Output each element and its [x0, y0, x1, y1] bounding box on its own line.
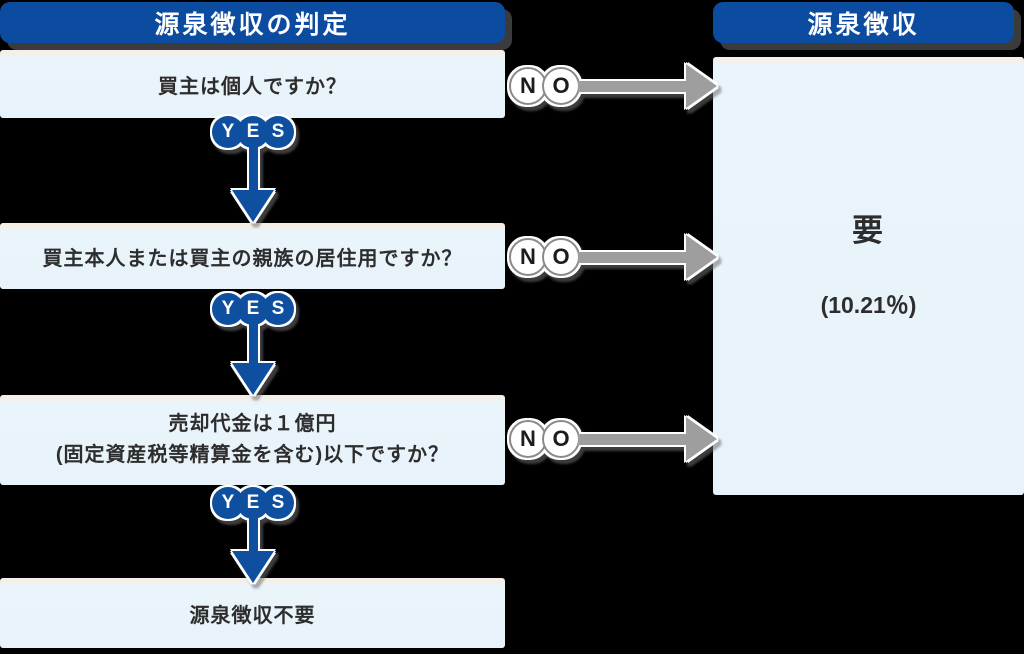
- left-column-header: 源泉徴収の判定: [0, 2, 505, 43]
- down-arrow-head-icon: [232, 190, 274, 222]
- right-arrow-line: [578, 251, 686, 263]
- right-arrow-head-icon: [686, 64, 717, 108]
- no-arrow-2: N O: [509, 235, 717, 279]
- right-header-label: 源泉徴収: [807, 10, 920, 39]
- no-letter: O: [542, 420, 580, 458]
- no-letter: O: [542, 238, 580, 276]
- down-arrow-stem: [248, 323, 258, 363]
- no-letter: N: [509, 420, 547, 458]
- question-1-text: 買主は個人ですか？: [158, 75, 347, 98]
- no-arrow-1: N O: [509, 64, 717, 108]
- result-box-no-withholding: 源泉徴収不要: [0, 578, 505, 648]
- yes-arrow-3: Y E S: [212, 487, 294, 583]
- no-letter: O: [542, 67, 580, 105]
- yes-letter: S: [262, 487, 294, 519]
- no-letter: N: [509, 238, 547, 276]
- no-withholding-text: 源泉徴収不要: [189, 604, 316, 627]
- yes-letter: E: [237, 487, 269, 519]
- right-arrow-line: [578, 433, 686, 445]
- question-3-line1: 売却代金は１億円: [168, 413, 337, 435]
- yes-letter: S: [262, 293, 294, 325]
- question-2-text: 買主本人または買主の親族の居住用ですか？: [42, 247, 463, 270]
- right-column-header: 源泉徴収: [713, 2, 1014, 43]
- yes-letter: S: [262, 116, 294, 148]
- left-header-label: 源泉徴収の判定: [154, 10, 351, 39]
- question-box-buyer-individual: 買主は個人ですか？: [0, 50, 505, 118]
- no-letter: N: [509, 67, 547, 105]
- yes-letter: E: [237, 116, 269, 148]
- no-arrow-3: N O: [509, 417, 717, 461]
- question-box-residential-use: 買主本人または買主の親族の居住用ですか？: [0, 223, 505, 289]
- withholding-rate-text: (10.21％): [820, 291, 917, 318]
- right-arrow-line: [578, 80, 686, 92]
- down-arrow-stem: [248, 517, 258, 551]
- yes-badge: Y E S: [212, 116, 294, 148]
- yes-arrow-2: Y E S: [212, 293, 294, 395]
- down-arrow-stem: [248, 146, 258, 190]
- yes-badge: Y E S: [212, 293, 294, 325]
- down-arrow-head-icon: [232, 551, 274, 583]
- question-box-sale-price: 売却代金は１億円 (固定資産税等精算金を含む)以下ですか？: [0, 395, 505, 485]
- question-3-line2: (固定資産税等精算金を含む)以下ですか？: [55, 444, 450, 466]
- result-box-withholding-required: 要 (10.21％): [713, 57, 1024, 495]
- down-arrow-head-icon: [232, 363, 274, 395]
- right-arrow-head-icon: [686, 235, 717, 279]
- yes-arrow-1: Y E S: [212, 116, 294, 222]
- right-arrow-head-icon: [686, 417, 717, 461]
- yes-badge: Y E S: [212, 487, 294, 519]
- withholding-required-text: 要: [852, 212, 885, 248]
